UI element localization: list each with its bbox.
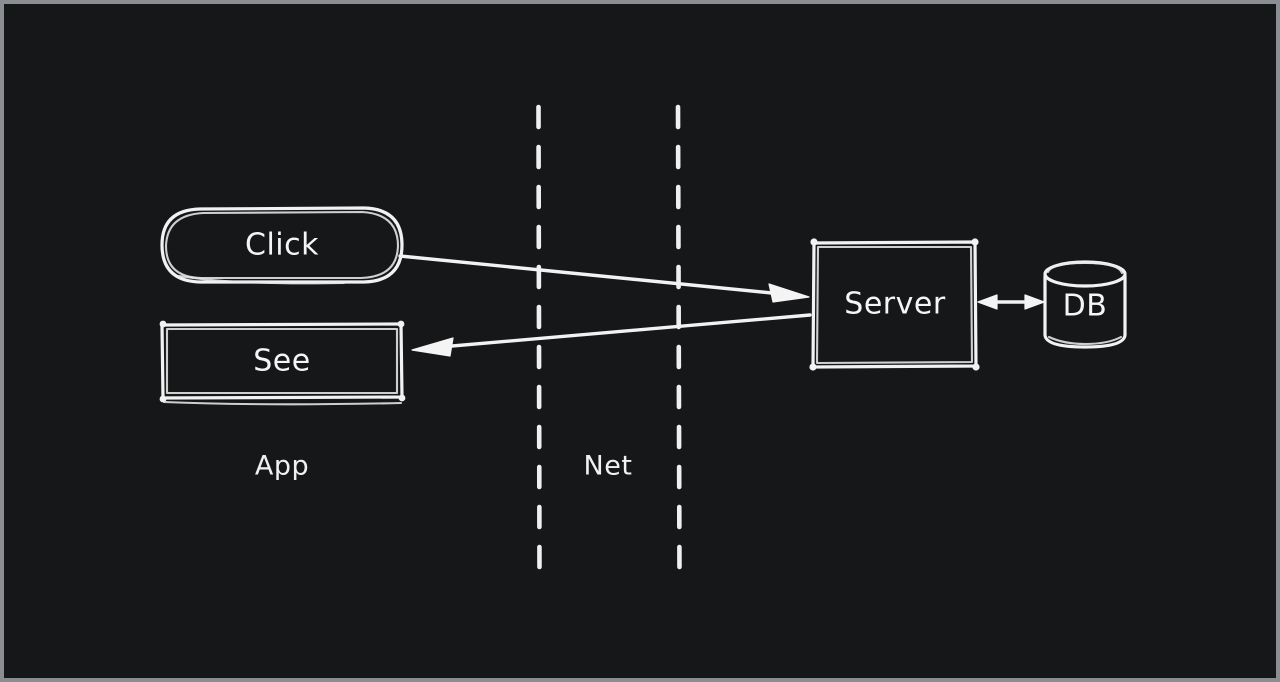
node-see-label: See [253,344,310,379]
zone-label-app: App [255,451,309,482]
node-click-label: Click [245,228,319,263]
connector-click-to-server [398,254,810,303]
node-server-label: Server [844,287,946,322]
connector-server-to-db [977,294,1045,310]
net-boundary-right [675,104,682,580]
net-boundary-left [536,104,542,580]
node-db[interactable] [1043,260,1127,349]
zone-label-net: Net [584,451,633,482]
node-click[interactable] [160,206,404,285]
node-db-label: DB [1063,289,1108,324]
connector-server-to-see [411,313,812,357]
node-server[interactable] [809,238,980,371]
diagram-surface: Click See Server DB [159,104,1127,580]
node-see[interactable] [159,320,406,406]
